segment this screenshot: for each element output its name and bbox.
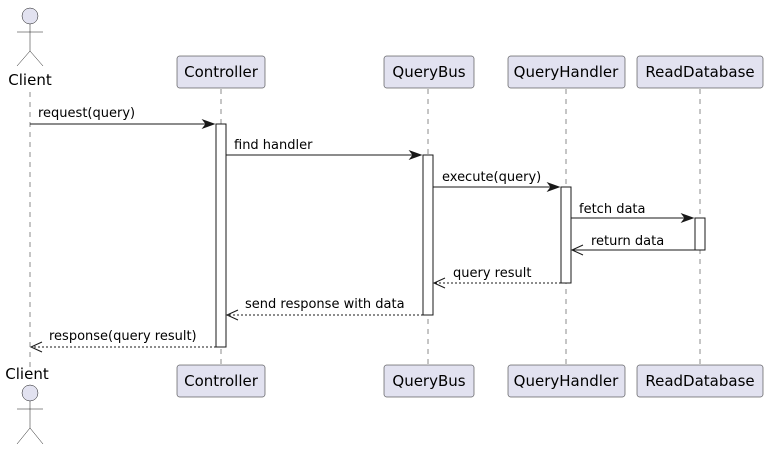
client-actor-icon-top — [16, 7, 44, 67]
participant-readdatabase-label: ReadDatabase — [645, 63, 754, 81]
participant-querybus-bottom: QueryBus — [383, 364, 475, 398]
participant-readdatabase-label: ReadDatabase — [645, 372, 754, 390]
activation-readdatabase — [694, 217, 706, 251]
message-return-data: return data — [570, 234, 695, 256]
participant-querybus-label: QueryBus — [392, 372, 465, 390]
participant-queryhandler-label: QueryHandler — [514, 63, 619, 81]
message-label: execute(query) — [442, 170, 541, 185]
message-execute-query: execute(query) — [433, 170, 561, 193]
message-label: response(query result) — [49, 329, 197, 344]
message-query-result: query result — [432, 266, 561, 289]
message-request-query: request(query) — [30, 106, 216, 130]
participant-queryhandler-label: QueryHandler — [514, 372, 619, 390]
message-label: request(query) — [38, 106, 135, 121]
message-send-response: send response with data — [225, 297, 423, 321]
participant-queryhandler-bottom: QueryHandler — [507, 364, 626, 398]
message-fetch-data: fetch data — [571, 202, 695, 224]
message-label: query result — [453, 266, 531, 281]
participant-querybus-top: QueryBus — [383, 55, 475, 89]
activation-controller — [215, 123, 227, 348]
message-label: fetch data — [579, 202, 645, 217]
message-label: return data — [591, 234, 664, 249]
participant-readdatabase-top: ReadDatabase — [636, 55, 764, 89]
participant-client-top: Client — [8, 71, 52, 89]
client-actor-icon-bottom — [16, 384, 44, 445]
participant-controller-top: Controller — [176, 55, 266, 89]
participant-controller-label: Controller — [184, 372, 259, 390]
participant-querybus-label: QueryBus — [392, 63, 465, 81]
participant-controller-label: Controller — [184, 63, 259, 81]
message-label: send response with data — [245, 297, 405, 312]
message-label: find handler — [234, 138, 313, 153]
participant-queryhandler-top: QueryHandler — [507, 55, 626, 89]
participant-client-bottom: Client — [5, 365, 49, 383]
participant-readdatabase-bottom: ReadDatabase — [636, 364, 764, 398]
message-find-handler: find handler — [226, 138, 423, 161]
activation-queryhandler — [560, 186, 572, 284]
participant-controller-bottom: Controller — [176, 364, 266, 398]
message-response-query-result: response(query result) — [29, 329, 216, 353]
activation-querybus — [422, 154, 434, 316]
